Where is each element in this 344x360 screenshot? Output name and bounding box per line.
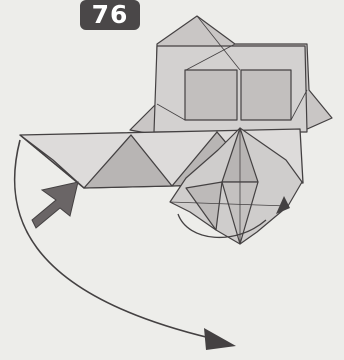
upper-star-unit (130, 16, 332, 134)
push-arrow (32, 182, 78, 228)
upper-right-window (241, 70, 291, 120)
long-arrow-head (204, 328, 236, 350)
upper-left-window (185, 70, 237, 120)
